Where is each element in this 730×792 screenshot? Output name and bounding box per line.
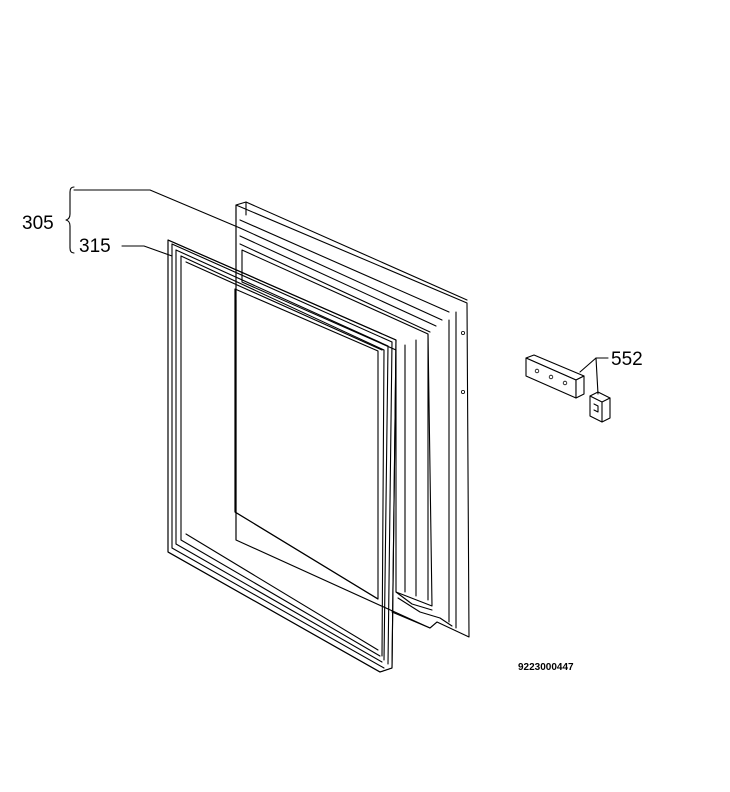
drawing-code: 9223000447 — [518, 662, 574, 673]
leader-552 — [579, 357, 609, 373]
callout-305: 305 — [22, 213, 54, 234]
leader-305 — [73, 189, 241, 229]
callout-552: 552 — [611, 349, 643, 370]
leader-552-clip — [595, 357, 599, 395]
leader-315 — [121, 245, 173, 257]
door-panel — [235, 201, 470, 638]
door-gasket — [167, 239, 397, 673]
callout-315: 315 — [79, 236, 111, 257]
assembly-brace — [65, 186, 75, 254]
hinge-bracket — [525, 354, 611, 423]
